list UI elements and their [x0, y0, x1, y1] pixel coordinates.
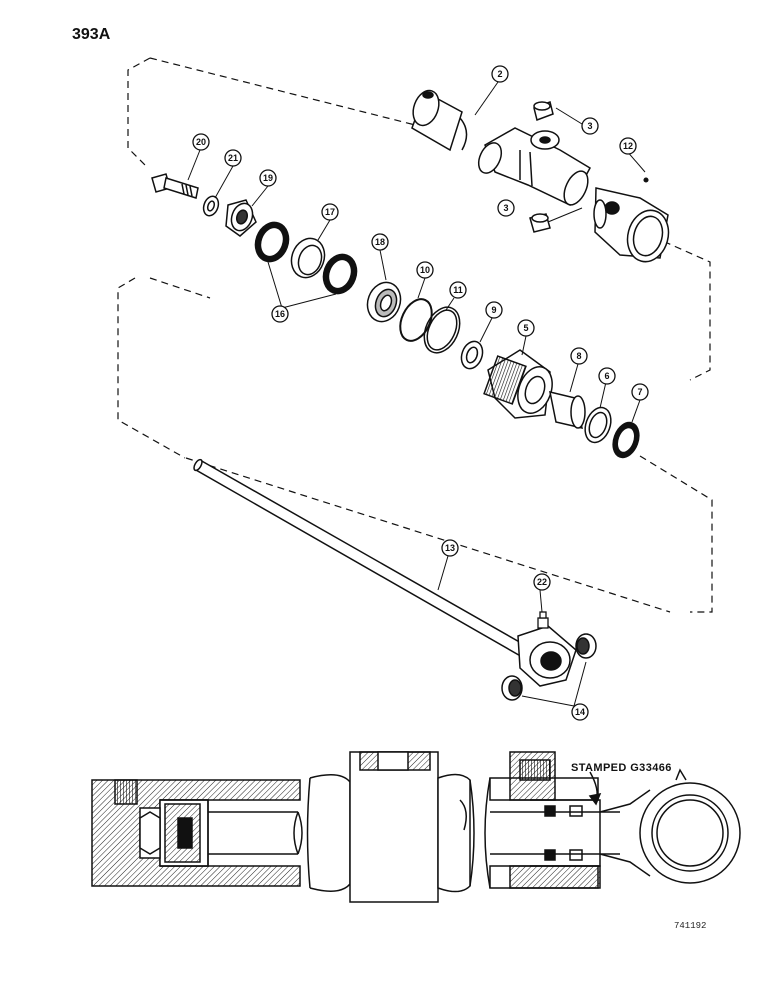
- part-22-grease-fitting: [537, 611, 549, 629]
- svg-text:21: 21: [228, 153, 238, 163]
- part-14-bushing-right: [575, 633, 597, 659]
- part-21-washer: [202, 195, 220, 217]
- part-5-gland: [483, 349, 553, 419]
- callout-18: 18: [371, 233, 389, 251]
- part-6-seal: [584, 406, 612, 444]
- part-14-bushing-left: [501, 675, 523, 701]
- part-18-piston: [366, 281, 402, 323]
- svg-text:22: 22: [537, 577, 547, 587]
- callout-5: 5: [517, 319, 535, 337]
- cross-section-view: [91, 751, 741, 903]
- part-17-wear-ring: [290, 237, 326, 279]
- callout-22: 22: [533, 573, 551, 591]
- part-13-piston-rod: [193, 458, 577, 687]
- part-8-bushing: [549, 390, 586, 430]
- svg-text:2: 2: [497, 69, 502, 79]
- svg-text:10: 10: [420, 265, 430, 275]
- callout-3-upper: 3: [581, 117, 599, 135]
- svg-text:3: 3: [503, 203, 508, 213]
- callout-17: 17: [321, 203, 339, 221]
- callout-13: 13: [441, 539, 459, 557]
- callout-7: 7: [631, 383, 649, 401]
- svg-text:7: 7: [637, 387, 642, 397]
- svg-text:18: 18: [375, 237, 385, 247]
- page-label: 393A: [72, 26, 111, 43]
- svg-text:12: 12: [623, 141, 633, 151]
- part-16-seal-b: [322, 253, 358, 295]
- part-19-piston-nut: [225, 199, 257, 237]
- callout-2: 2: [491, 65, 509, 83]
- svg-text:5: 5: [523, 323, 528, 333]
- svg-text:8: 8: [576, 351, 581, 361]
- callout-20: 20: [192, 133, 210, 151]
- part-16-seal-a: [254, 221, 290, 263]
- svg-text:13: 13: [445, 543, 455, 553]
- svg-text:19: 19: [263, 173, 273, 183]
- callout-14: 14: [571, 703, 589, 721]
- part-7-wiper-ring: [612, 421, 640, 459]
- svg-text:9: 9: [491, 305, 496, 315]
- part-9-wiper: [460, 340, 484, 370]
- part-11-backup-ring: [423, 306, 461, 354]
- callout-8: 8: [570, 347, 588, 365]
- cylinder-head: [593, 177, 670, 263]
- figure-number: 741192: [674, 921, 707, 931]
- callout-19: 19: [259, 169, 277, 187]
- svg-text:14: 14: [575, 707, 585, 717]
- svg-text:16: 16: [275, 309, 285, 319]
- part-20-bolt: [151, 173, 199, 199]
- callout-16: 16: [271, 305, 289, 323]
- callouts: 2 3 3 12 20 21 19 17 18 10 11 9 5 16 8 6…: [192, 65, 649, 721]
- callout-11: 11: [449, 281, 467, 299]
- svg-text:11: 11: [453, 285, 463, 295]
- part-3-nut-lower: [529, 213, 551, 233]
- svg-text:20: 20: [196, 137, 206, 147]
- dashed-group-lower: [117, 277, 713, 613]
- callout-9: 9: [485, 301, 503, 319]
- callout-3-lower: 3: [497, 199, 515, 217]
- callout-21: 21: [224, 149, 242, 167]
- svg-text:3: 3: [587, 121, 592, 131]
- callout-10: 10: [416, 261, 434, 279]
- part-3-nut-upper: [533, 101, 554, 121]
- stamp-label: STAMPED G33466: [571, 762, 672, 774]
- svg-text:17: 17: [325, 207, 335, 217]
- callout-6: 6: [598, 367, 616, 385]
- callout-12: 12: [619, 137, 637, 155]
- svg-text:6: 6: [604, 371, 609, 381]
- part-10-o-ring: [399, 298, 433, 342]
- part-2-sleeve: [411, 89, 468, 152]
- barrel-tee: [477, 127, 592, 206]
